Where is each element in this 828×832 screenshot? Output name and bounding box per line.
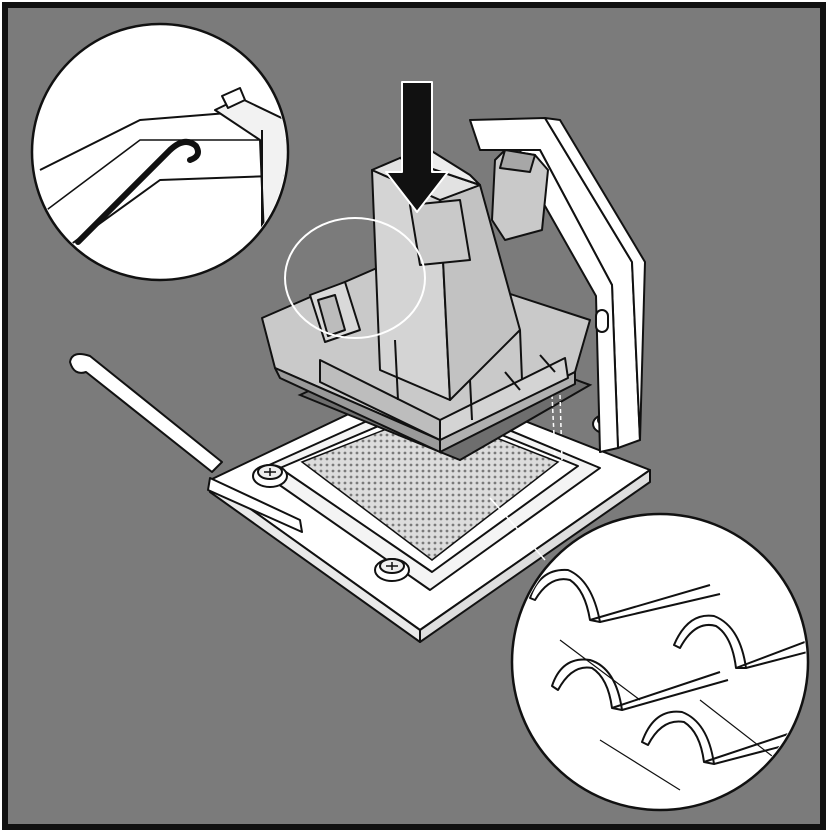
callout-leader-line <box>489 497 546 561</box>
alignment-key-line <box>75 138 201 245</box>
alignment-guide-line <box>551 394 563 461</box>
alignment-notch-detail <box>30 22 290 282</box>
screw-icon <box>374 558 410 582</box>
down-arrow-icon <box>385 81 449 213</box>
load-plate-tab <box>491 149 549 241</box>
processor-installation-tool <box>261 149 591 453</box>
detail-highlight-circle <box>284 217 426 339</box>
screw-icon <box>252 464 288 488</box>
socket-load-lever <box>69 353 303 533</box>
